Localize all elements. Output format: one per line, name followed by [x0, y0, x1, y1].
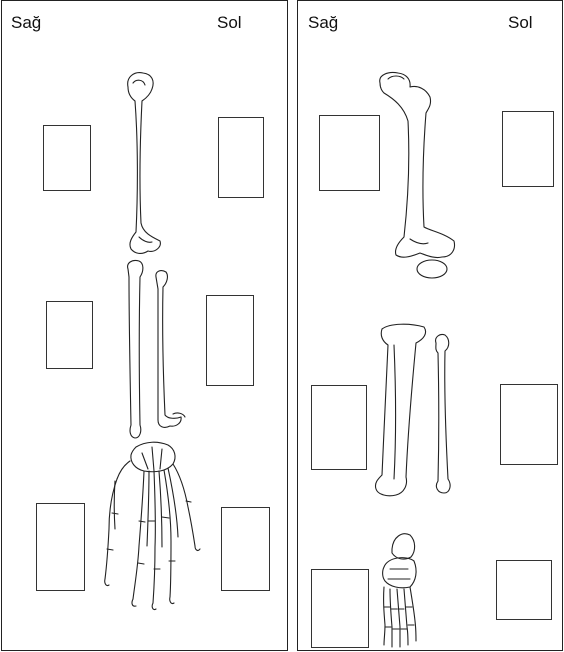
foot-bones: [383, 534, 416, 647]
radius-ulna-bones: [128, 260, 185, 438]
upper-limb-panel: Sağ Sol: [1, 0, 288, 651]
lower-limb-panel: Sağ Sol: [297, 0, 563, 651]
hand-bones: [105, 442, 200, 609]
upper-limb-bones-drawing: [2, 1, 289, 652]
tibia-fibula-bones: [375, 324, 450, 496]
lower-limb-bones-drawing: [298, 1, 564, 652]
humerus-bone: [128, 73, 161, 254]
femur-bone: [380, 72, 455, 278]
